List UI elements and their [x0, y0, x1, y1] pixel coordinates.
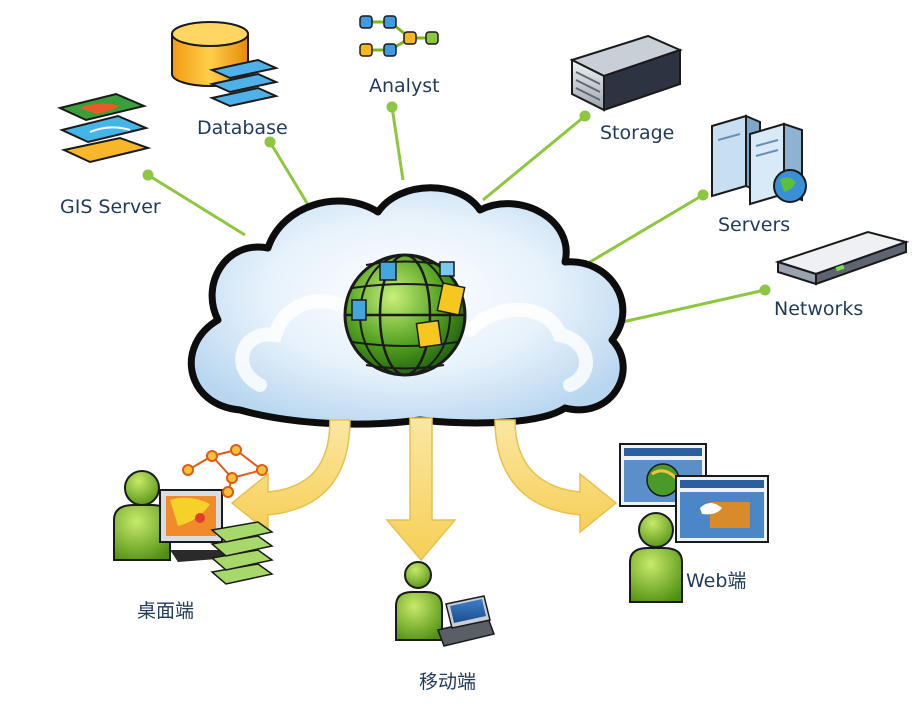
- networks-icon: [774, 230, 910, 286]
- database-icon: [171, 21, 280, 108]
- connector-database: [268, 141, 312, 209]
- analyst-icon: [359, 15, 439, 57]
- servers-label: Servers: [718, 214, 791, 236]
- analyst-label: Analyst: [369, 75, 440, 97]
- connector-gis-server: [147, 173, 246, 237]
- network-graph-icon: [182, 444, 268, 498]
- servers-icon: [711, 114, 807, 206]
- gis-server-label: GIS Server: [60, 196, 161, 218]
- arrow-to-desktop: [230, 419, 351, 534]
- connector-networks: [617, 288, 766, 325]
- connector-analyst: [390, 106, 405, 181]
- storage-label: Storage: [600, 122, 675, 144]
- mobile-client-icon: [395, 561, 496, 647]
- desktop-client-icon: [113, 444, 274, 585]
- person-icon: [629, 512, 683, 603]
- web-client-label: Web端: [686, 570, 747, 592]
- connector-servers: [572, 193, 704, 274]
- arrows: [230, 417, 618, 562]
- networks-label: Networks: [774, 298, 864, 320]
- desktop-client-label: 桌面端: [137, 600, 195, 622]
- connector-storage: [482, 114, 586, 202]
- browser-window-icon: [675, 475, 769, 543]
- connector-lines: [142, 101, 771, 325]
- globe-icon: [343, 253, 467, 377]
- database-label: Database: [197, 117, 288, 139]
- mobile-client-label: 移动端: [419, 671, 477, 693]
- map-layers-icon: [210, 521, 274, 585]
- arrow-to-web: [494, 419, 618, 534]
- arrow-to-mobile: [385, 417, 457, 562]
- gis-server-icon: [57, 92, 152, 164]
- web-client-icon: [619, 443, 769, 603]
- storage-icon: [569, 34, 683, 112]
- person-icon: [395, 561, 443, 641]
